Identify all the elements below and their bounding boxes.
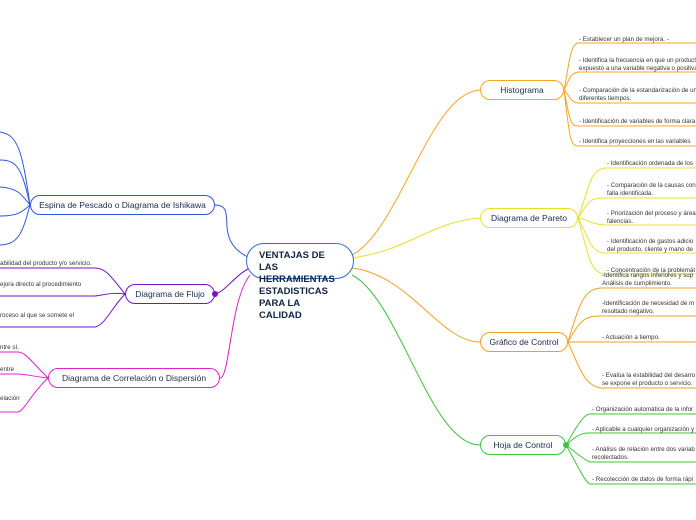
link-pareto: [351, 217, 481, 259]
pareto-item-3a[interactable]: - Priorización del proceso y áreas: [607, 210, 696, 217]
central-topic-line2: ESTADISTICAS PARA LA CALIDAD: [259, 286, 328, 321]
correlacion-item-1[interactable]: ntre sí.: [0, 344, 19, 351]
pareto-item-2a[interactable]: - Comparación de la causas con: [607, 182, 696, 189]
control-item-4a[interactable]: - Evalúa la estabilidad del desarro: [602, 372, 696, 379]
pareto-item-4a[interactable]: - Identificación de gastos adicio: [607, 238, 694, 245]
pareto-item-4b[interactable]: del producto, cliente y mano de: [607, 246, 693, 253]
link-flujo: [214, 267, 251, 295]
branch-grafico-control[interactable]: Gráfico de Control: [480, 332, 568, 352]
link-histograma: [351, 89, 481, 256]
link-correlacion: [219, 274, 251, 379]
pareto-item-5[interactable]: - Concentración de la problemát: [607, 267, 696, 274]
correlacion-item-2[interactable]: entre: [0, 366, 15, 373]
correlacion-item-3[interactable]: elación: [0, 395, 20, 402]
hoja-item-3b[interactable]: recolectados.: [592, 454, 629, 461]
link-control: [351, 267, 481, 343]
histograma-item-3a[interactable]: - Comparación de la estandarización de u…: [579, 87, 696, 94]
link-ishikawa: [214, 204, 251, 259]
histograma-item-1[interactable]: - Establecer un plan de mejora. -: [579, 36, 669, 43]
pareto-item-2b[interactable]: falla identificada.: [607, 190, 654, 197]
branch-flujo[interactable]: Diagrama de Flujo: [125, 284, 215, 304]
branch-hoja-control[interactable]: Hoja de Control: [480, 435, 566, 455]
control-item-4b[interactable]: se expone el producto o servicio.: [602, 380, 693, 387]
histograma-item-5[interactable]: - Identifica proyecciones en las variabl…: [579, 138, 691, 145]
histograma-item-4[interactable]: - Identificación de variables de forma c…: [579, 118, 696, 125]
pareto-item-3b[interactable]: falencias.: [607, 218, 634, 225]
control-item-2a[interactable]: -Identificación de necesidad de m: [602, 300, 695, 307]
flujo-item-1[interactable]: abilidad del producto y/o servicio.: [0, 260, 92, 267]
control-item-3[interactable]: - Actuación a tiempo.: [602, 334, 660, 341]
link-hoja: [351, 274, 481, 446]
branch-correlacion[interactable]: Diagrama de Correlación o Dispersión: [48, 368, 220, 388]
pareto-item-1[interactable]: - Identificación ordenada de los: [607, 160, 693, 167]
central-topic[interactable]: VENTAJAS DE LAS HERRAMIENTAS ESTADISTICA…: [246, 243, 354, 321]
hoja-collapse-dot[interactable]: [563, 442, 569, 448]
histograma-item-2a[interactable]: - Identifica la frecuencia en que un pro…: [579, 57, 696, 64]
hoja-item-4[interactable]: - Recolección de datos de forma rápi: [592, 476, 694, 483]
flujo-collapse-dot[interactable]: [212, 291, 218, 297]
flujo-item-3[interactable]: roceso al que se somete el: [0, 312, 74, 319]
branch-pareto[interactable]: Diagrama de Pareto: [480, 208, 578, 228]
central-topic-line1: VENTAJAS DE LAS HERRAMIENTAS: [259, 250, 335, 285]
hoja-item-1[interactable]: - Organización automática de la infor: [592, 406, 694, 413]
histograma-item-2b[interactable]: expuesto a una variable negativa o posit…: [579, 65, 696, 72]
hoja-item-2[interactable]: - Aplicable a cualquier organización y: [592, 426, 695, 433]
control-item-1a[interactable]: -Identifica rangos inferiores y sup: [602, 272, 694, 279]
histograma-item-3b[interactable]: diferentes tiempos.: [579, 95, 632, 102]
flujo-item-2[interactable]: ejora directo al procedimiento: [0, 281, 82, 288]
hoja-item-3a[interactable]: - Análisis de relación entre dos variab: [592, 446, 695, 453]
branch-histograma[interactable]: Histograma: [480, 80, 564, 100]
control-item-2b[interactable]: resultado negativo.: [602, 308, 655, 315]
control-item-1b[interactable]: Análisis de cumplimiento.: [602, 280, 672, 287]
branch-ishikawa[interactable]: Espina de Pescado o Diagrama de Ishikawa: [30, 195, 215, 215]
